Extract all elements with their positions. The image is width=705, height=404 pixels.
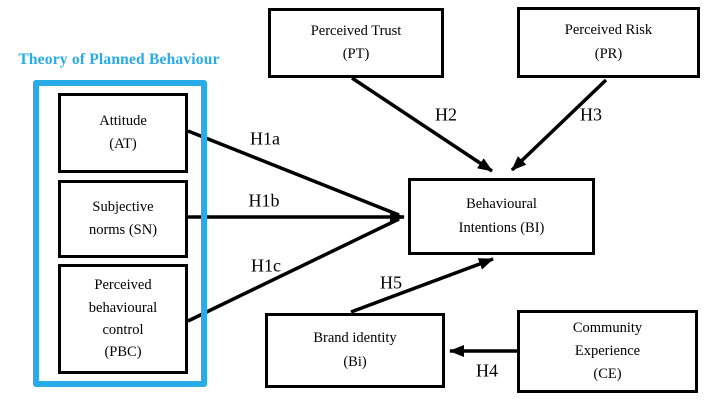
- arrow-h1a: [187, 129, 400, 217]
- arrow-h5: [350, 257, 494, 314]
- arrow-h1c: [187, 217, 400, 323]
- tpb-group-title: Theory of Planned Behaviour: [18, 51, 220, 68]
- label-h3: H3: [580, 104, 602, 125]
- node-perceived-behavioural-control: Perceived behavioural control (PBC): [58, 264, 188, 374]
- node-attitude: Attitude (AT): [58, 93, 188, 173]
- node-perceived-risk: Perceived Risk (PR): [517, 7, 700, 78]
- arrow-h3: [510, 78, 608, 172]
- label-h5: H5: [380, 272, 402, 293]
- label-h2: H2: [435, 104, 457, 125]
- label-h1b: H1b: [248, 190, 280, 211]
- label-h1a: H1a: [250, 128, 280, 149]
- label-h4: H4: [476, 360, 498, 381]
- node-subjective-norms: Subjective norms (SN): [58, 180, 188, 258]
- label-h1c: H1c: [251, 255, 281, 276]
- node-perceived-trust: Perceived Trust (PT): [268, 8, 444, 78]
- node-brand-identity: Brand identity (Bi): [265, 313, 445, 388]
- tpb-group-frame: [33, 80, 207, 387]
- node-behavioural-intentions: Behavioural Intentions (BI): [408, 178, 595, 255]
- node-community-experience: Community Experience (CE): [517, 310, 698, 393]
- arrow-h2: [351, 76, 493, 173]
